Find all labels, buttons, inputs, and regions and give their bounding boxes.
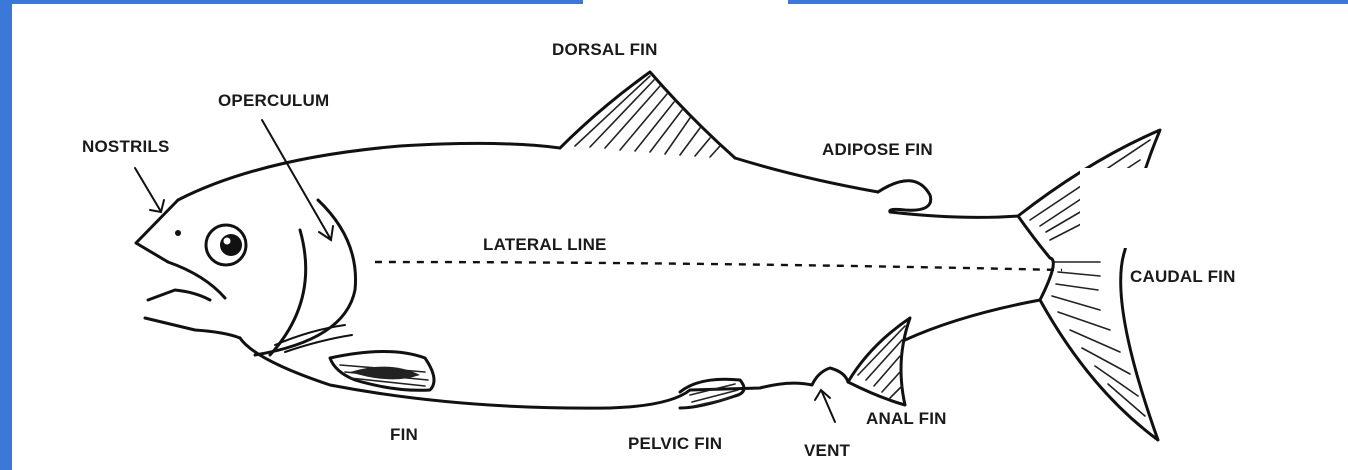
label-anal-fin: ANAL FIN — [866, 409, 947, 428]
pectoral-fin — [330, 352, 434, 391]
dorsal-fin — [560, 72, 735, 158]
label-vent: VENT — [804, 441, 851, 460]
pointer-arrows — [135, 120, 835, 422]
label-nostrils: NOSTRILS — [82, 137, 170, 156]
label-pectoral-fin: FIN — [390, 425, 418, 444]
fish-body — [136, 143, 1040, 408]
anal-fin — [848, 318, 910, 405]
label-dorsal-fin: DORSAL FIN — [552, 40, 658, 59]
nostril-dot — [175, 230, 181, 236]
operculum-gill — [255, 200, 356, 355]
label-operculum: OPERCULUM — [218, 91, 329, 110]
pelvic-fin — [680, 379, 744, 408]
eye-icon — [206, 225, 246, 265]
label-caudal-fin: CAUDAL FIN — [1130, 267, 1236, 286]
label-lateral-line: LATERAL LINE — [483, 235, 607, 254]
label-adipose-fin: ADIPOSE FIN — [822, 140, 933, 159]
mask-patch — [1080, 168, 1170, 248]
label-pelvic-fin: PELVIC FIN — [628, 434, 722, 453]
lateral-line-path — [375, 262, 1062, 270]
adipose-fin — [878, 181, 1018, 218]
